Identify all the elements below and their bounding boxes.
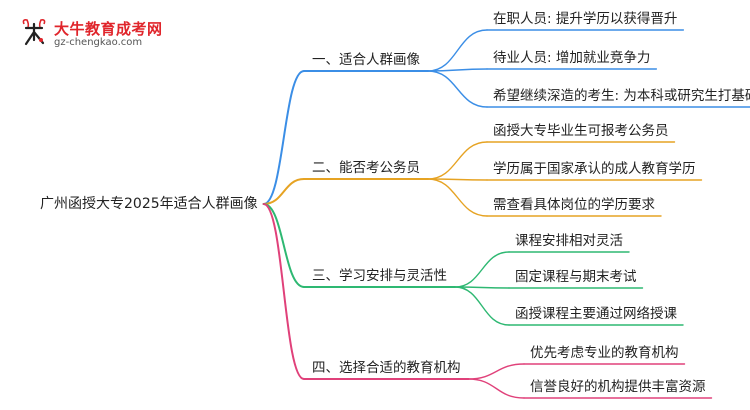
leaf-connector — [427, 68, 488, 72]
leaf-professional-institution: 优先考虑专业的教育机构 — [530, 345, 679, 361]
leaf-on-job: 在职人员: 提升学历以获得晋升 — [493, 11, 678, 27]
branch-connector — [262, 70, 305, 205]
leaf-fixed-courses-exams: 固定课程与期末考试 — [515, 269, 637, 285]
leaf-flexible-schedule: 课程安排相对灵活 — [515, 233, 623, 249]
branch-suitable-groups: 一、适合人群画像 — [312, 52, 420, 68]
leaf-can-apply: 函授大专毕业生可报考公务员 — [493, 123, 669, 139]
leaf-recognized-degree: 学历属于国家承认的成人教育学历 — [493, 161, 696, 177]
logo-url: gz-chengkao.com — [54, 37, 143, 48]
branch-connector — [262, 203, 305, 288]
leaf-unemployed: 待业人员: 增加就业竞争力 — [493, 50, 651, 66]
leaf-connector — [427, 178, 488, 217]
leaf-reputable-resources: 信誉良好的机构提供丰富资源 — [530, 379, 706, 395]
root-topic: 广州函授大专2025年适合人群画像 — [40, 196, 258, 212]
branch-study-arrangement: 三、学习安排与灵活性 — [312, 268, 447, 284]
site-logo[interactable]: 大牛教育成考网 gz-chengkao.com — [20, 18, 170, 50]
branch-choose-institution: 四、选择合适的教育机构 — [312, 360, 461, 376]
leaf-connector — [427, 29, 488, 72]
bull-logo-icon — [22, 19, 46, 46]
branch-civil-service: 二、能否考公务员 — [312, 160, 420, 176]
leaf-further-study: 希望继续深造的考生: 为本科或研究生打基础 — [493, 88, 750, 104]
leaf-connector — [454, 251, 510, 288]
mindmap-connectors — [262, 29, 750, 399]
leaf-check-requirements: 需查看具体岗位的学历要求 — [493, 197, 655, 213]
leaf-connector — [467, 363, 525, 380]
leaf-connector — [454, 286, 510, 326]
leaf-connector — [427, 70, 488, 108]
leaf-online-teaching: 函授课程主要通过网络授课 — [515, 306, 677, 322]
leaf-connector — [427, 141, 488, 180]
branch-connector — [262, 203, 305, 380]
logo-title: 大牛教育成考网 — [54, 20, 163, 38]
leaf-connector — [467, 378, 525, 399]
branch-connector — [262, 178, 305, 205]
